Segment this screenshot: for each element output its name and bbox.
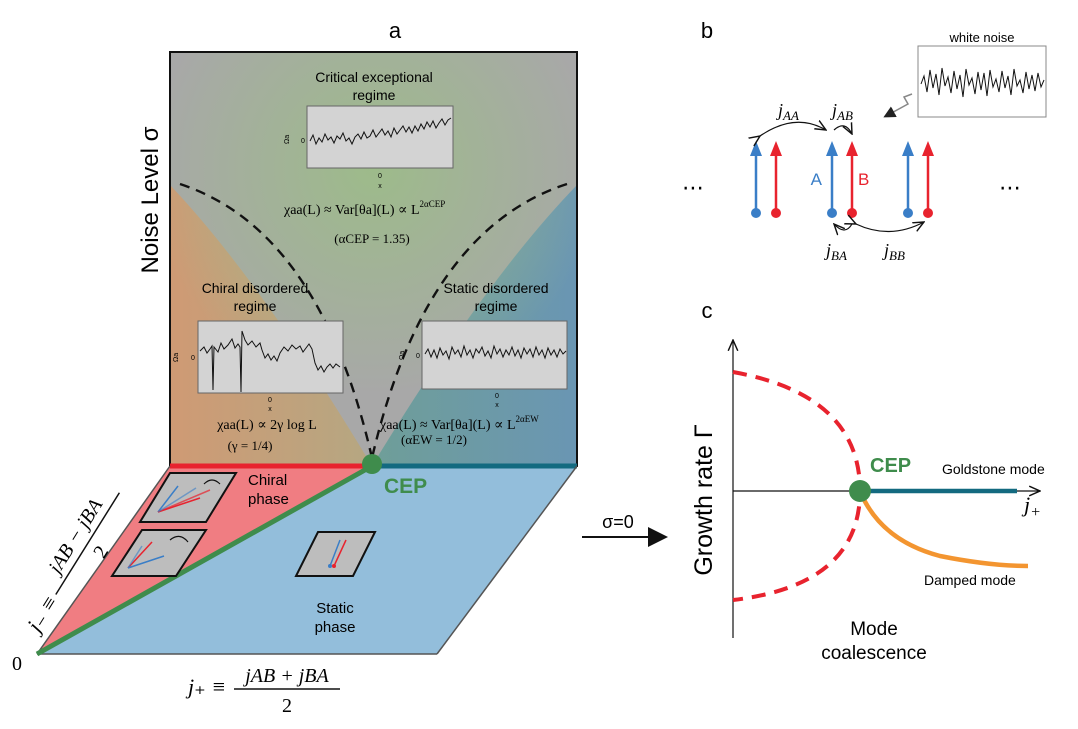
- coupling-jba: jBA: [824, 240, 847, 263]
- dashed-mode-curve: [732, 370, 863, 602]
- white-noise-box: [917, 45, 1047, 118]
- panel-label-a: a: [389, 18, 402, 43]
- noise-pointer: [883, 93, 913, 118]
- j-plus-den: 2: [282, 695, 292, 717]
- critical-formula-main: χaa(L) ≈ Var[θa](L) ∝ L: [283, 203, 420, 218]
- coupling-jbb: jBB: [882, 240, 905, 263]
- inset-tick-x: 0: [378, 173, 382, 180]
- chiral-formula: χaa(L) ∝ 2γ log L: [216, 418, 317, 433]
- j-plus-axis-label: j+: [1021, 492, 1041, 521]
- coupling-arrow-jab: [833, 126, 852, 134]
- chiral-vector-tile-1: [138, 472, 238, 523]
- cep-point: [362, 454, 382, 474]
- cep-label-a: CEP: [384, 475, 427, 498]
- coupling-jaa: jAA: [776, 100, 799, 123]
- ellipsis-left: ⋯: [682, 175, 704, 200]
- coupling-jab: jAB: [830, 100, 853, 123]
- chiral-inset-axis-y: Ωa: [173, 353, 180, 362]
- static-phase-label-line2: phase: [315, 619, 356, 636]
- panel-label-c: c: [702, 298, 713, 323]
- critical-noise-inset: Ωa 0 0 x: [284, 105, 454, 190]
- critical-formula: χaa(L) ≈ Var[θa](L) ∝ L2αCEP: [283, 199, 445, 218]
- spin-label-a: A: [811, 170, 823, 189]
- static-phase-label: Static: [316, 600, 354, 617]
- chiral-inset-tick-x: 0: [268, 397, 272, 404]
- mode-coalescence-label: Mode: [850, 619, 898, 640]
- phase-boundary-left: [179, 182, 374, 459]
- critical-regime-title: Critical exceptional: [315, 69, 433, 85]
- mode-coalescence-label-line2: coalescence: [821, 643, 927, 664]
- chiral-noise-inset: Ωa 0 0 x: [173, 320, 344, 413]
- cep-point-c: [849, 480, 871, 502]
- static-formula-exp: 2αEW: [516, 414, 540, 424]
- static-inset-axis-x: x: [495, 402, 499, 409]
- static-noise-inset: Ωa 0 0 x: [399, 320, 568, 409]
- chiral-phase-label: Chiral: [248, 472, 287, 489]
- coupling-arrow-jba: [834, 224, 853, 230]
- static-regime-title-line2: regime: [475, 298, 518, 314]
- static-inset-tick: 0: [416, 353, 420, 360]
- coupling-arrow-jaa: [760, 122, 826, 136]
- chiral-gamma: (γ = 1/4): [228, 438, 273, 453]
- white-noise-label: white noise: [948, 30, 1014, 45]
- chiral-inset-tick: 0: [191, 355, 195, 362]
- spin-chain: [750, 141, 934, 218]
- damped-mode-label: Damped mode: [924, 572, 1016, 588]
- critical-regime-title-line2: regime: [353, 87, 396, 103]
- static-inset-tick-x: 0: [495, 393, 499, 400]
- ellipsis-right: ⋯: [999, 175, 1021, 200]
- chiral-phase-label-line2: phase: [248, 491, 289, 508]
- inset-tick: 0: [301, 138, 305, 145]
- phase-boundary-right: [370, 182, 568, 459]
- damped-mode-curve: [857, 490, 1029, 569]
- growth-rate-label: Growth rate Γ: [690, 424, 718, 576]
- static-formula: χaa(L) ≈ Var[θa](L) ∝ L2αEW: [379, 414, 539, 433]
- critical-alpha: (αCEP = 1.35): [334, 231, 409, 246]
- j-plus-label: j₊ ≡ jAB + jBA 2: [185, 665, 340, 717]
- goldstone-mode-label: Goldstone mode: [942, 461, 1045, 477]
- spin-label-b: B: [858, 170, 869, 189]
- sigma-zero-label: σ=0: [602, 512, 634, 532]
- j-plus-lhs: j₊ ≡: [185, 674, 226, 699]
- static-vector-tile: [294, 531, 377, 577]
- cep-label-c: CEP: [870, 455, 911, 477]
- static-inset-axis-y: Ωa: [399, 351, 406, 360]
- panel-label-b: b: [701, 18, 713, 43]
- chiral-regime-title-line2: regime: [234, 298, 277, 314]
- inset-axis-y: Ωa: [284, 135, 291, 144]
- chiral-vector-tile-2: [110, 529, 208, 577]
- origin-label: 0: [12, 653, 22, 675]
- coupling-arrow-jbb: [856, 222, 924, 233]
- chiral-inset-axis-x: x: [268, 406, 272, 413]
- critical-formula-exp: 2αCEP: [420, 199, 446, 209]
- j-minus-den: 2: [89, 542, 113, 562]
- static-regime-title: Static disordered: [443, 280, 548, 296]
- j-plus-num: jAB + jBA: [242, 665, 329, 687]
- chiral-regime-title: Chiral disordered: [202, 280, 309, 296]
- noise-level-axis-label: Noise Level σ: [137, 126, 164, 273]
- inset-axis-x: x: [378, 183, 382, 190]
- phase-boundary-floor: [35, 463, 374, 657]
- static-formula-main: χaa(L) ≈ Var[θa](L) ∝ L: [379, 418, 516, 433]
- static-alpha: (αEW = 1/2): [401, 432, 467, 447]
